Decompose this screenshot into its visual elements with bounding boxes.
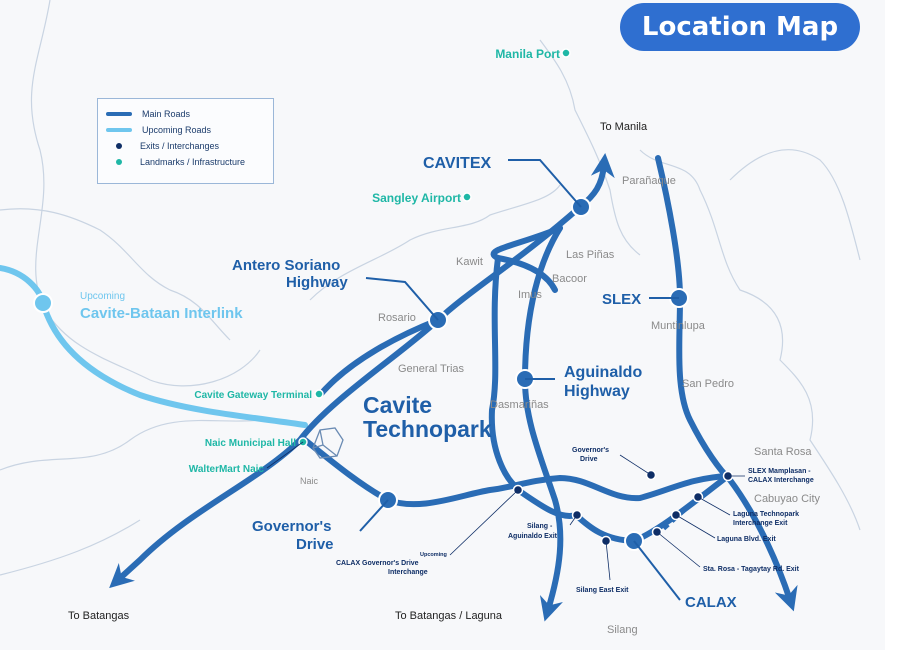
road-label-antero-2: Highway: [286, 274, 348, 291]
legend-swatch-exits: [116, 143, 122, 149]
legend-label-landmarks: Landmarks / Infrastructure: [140, 157, 246, 167]
technopark-label-2: Technopark: [363, 416, 492, 442]
exit-slex-mamplasan-2: CALAX Interchange: [748, 477, 814, 484]
exit-silang-east: Silang East Exit: [576, 587, 629, 594]
legend-item-upcoming-roads: Upcoming Roads: [106, 123, 211, 137]
road-label-cavitex: CAVITEX: [423, 155, 491, 172]
road-label-aguinaldo-1: Aguinaldo: [564, 364, 642, 381]
landmark-label-naic-hall: Naic Municipal Hall: [205, 438, 296, 449]
exit-silang-aguinaldo-1: Silang -: [527, 523, 553, 530]
calax-upcoming-segment: [658, 474, 730, 534]
place-las-pinas: Las Piñas: [566, 249, 615, 261]
exit-calax-gov-2: Interchange: [388, 569, 428, 576]
road-label-slex: SLEX: [602, 291, 641, 308]
place-san-pedro: San Pedro: [682, 378, 734, 390]
landmark-label-waltermart: WalterMart Naic: [189, 464, 265, 475]
leader-lines: [359, 159, 681, 601]
legend-label-exits: Exits / Interchanges: [140, 141, 220, 151]
place-muntinlupa: Muntinlupa: [651, 320, 706, 332]
road-label-antero-1: Antero Soriano: [232, 257, 340, 274]
exit-laguna-blvd: Laguna Blvd. Exit: [717, 536, 776, 543]
place-labels: Parañaque Las Piñas Kawit Bacoor Imus Ro…: [300, 175, 821, 636]
legend-label-main-roads: Main Roads: [142, 109, 191, 119]
exit-governors-drive-2: Drive: [580, 456, 598, 463]
direction-to-batangas: To Batangas: [68, 610, 130, 622]
technopark-label-1: Cavite: [363, 392, 432, 418]
direction-to-manila: To Manila: [600, 121, 648, 133]
place-rosario: Rosario: [378, 312, 416, 324]
place-santa-rosa: Santa Rosa: [754, 446, 812, 458]
landmark-label-gateway: Cavite Gateway Terminal: [194, 390, 312, 401]
exit-calax-gov-1: CALAX Governor's Drive: [336, 560, 419, 567]
exit-leader-lines: [266, 441, 745, 581]
legend-item-main-roads: Main Roads: [106, 107, 190, 121]
road-label-governors-1: Governor's: [252, 518, 331, 535]
map-title: Location Map: [620, 3, 860, 51]
exit-laguna-technopark-1: Laguna Technopark: [733, 511, 799, 518]
exit-governors-drive-1: Governor's: [572, 447, 609, 454]
place-silang: Silang: [607, 624, 638, 636]
legend-swatch-upcoming-roads: [106, 128, 132, 132]
exit-labels: Governor's Drive SLEX Mamplasan - CALAX …: [336, 447, 814, 594]
place-cabuyao: Cabuyao City: [754, 493, 821, 505]
place-bacoor: Bacoor: [552, 273, 587, 285]
place-imus: Imus: [518, 289, 542, 301]
road-label-governors-2: Drive: [296, 536, 334, 553]
exit-sta-rosa-tagaytay: Sta. Rosa - Tagaytay Rd. Exit: [703, 566, 800, 573]
road-label-aguinaldo-2: Highway: [564, 383, 630, 400]
legend: Main Roads Upcoming Roads Exits / Interc…: [97, 98, 274, 184]
landmark-label-manila-port: Manila Port: [495, 47, 560, 61]
direction-to-batangas-laguna: To Batangas / Laguna: [395, 610, 503, 622]
legend-item-exits: Exits / Interchanges: [106, 139, 219, 153]
direction-labels: To Manila To Batangas To Batangas / Lagu…: [68, 121, 648, 622]
place-kawit: Kawit: [456, 256, 483, 268]
legend-swatch-landmarks: [116, 159, 122, 165]
cbi-marker: [33, 293, 53, 313]
legend-swatch-main-roads: [106, 112, 132, 116]
place-naic: Naic: [300, 476, 319, 486]
road-label-upcoming: Upcoming: [80, 291, 125, 302]
place-dasmarinas: Dasmariñas: [490, 399, 549, 411]
exit-silang-aguinaldo-2: Aguinaldo Exit: [508, 533, 558, 540]
landmark-label-sangley: Sangley Airport: [372, 191, 461, 205]
upcoming-road-cbi: [0, 265, 308, 428]
exit-laguna-technopark-2: Interchange Exit: [733, 520, 788, 527]
road-label-calax: CALAX: [685, 594, 737, 611]
legend-item-landmarks: Landmarks / Infrastructure: [106, 155, 245, 169]
technopark-icon: [312, 427, 344, 459]
legend-label-upcoming-roads: Upcoming Roads: [142, 125, 212, 135]
place-paranaque: Parañaque: [622, 175, 676, 187]
exit-calax-gov-upcoming: Upcoming: [420, 552, 447, 558]
road-label-cbi: Cavite-Bataan Interlink: [80, 305, 243, 322]
exit-slex-mamplasan-1: SLEX Mamplasan -: [748, 468, 811, 475]
place-general-trias: General Trias: [398, 363, 465, 375]
